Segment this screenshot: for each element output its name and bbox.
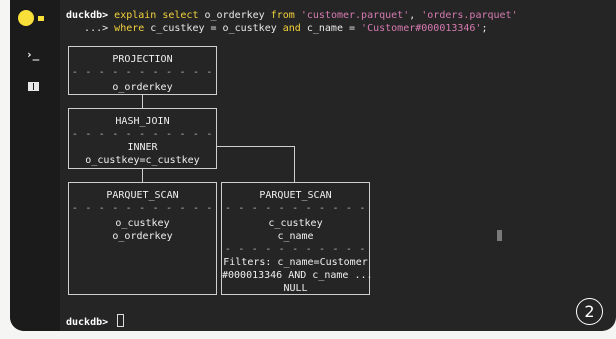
plan-edge	[294, 146, 295, 182]
plan-node-title: PARQUET_SCAN	[259, 190, 332, 201]
sql-text: ,	[409, 10, 422, 21]
plan-node-parquet-scan-left: PARQUET_SCAN - - - - - - - - - - - o_cus…	[68, 182, 217, 295]
sql-string: 'Customer#000013346'	[361, 23, 482, 34]
plan-node-title: PROJECTION	[112, 54, 173, 65]
plan-node-filter: NULL	[283, 283, 308, 294]
sql-keyword: where	[114, 23, 145, 34]
plan-node-divider: - - - - - - - - - - -	[224, 203, 367, 214]
duckdb-logo-beak	[38, 16, 44, 21]
plan-node-field: INNER	[127, 142, 158, 153]
plan-edge	[142, 94, 143, 108]
input-line[interactable]: duckdb>	[66, 314, 125, 329]
sql-text: c_name =	[300, 23, 362, 34]
sql-keyword: from	[270, 10, 295, 21]
plan-node-divider: - - - - - - - - - - -	[224, 244, 367, 255]
query-line-1: duckdb> explain select o_orderkey from '…	[66, 9, 518, 22]
query-line-2: ...> where c_custkey = o_custkey and c_n…	[66, 22, 488, 35]
sql-keyword: and	[282, 23, 301, 34]
plan-node-field: o_custkey	[115, 218, 170, 229]
terminal-output[interactable]: duckdb> explain select o_orderkey from '…	[66, 0, 616, 331]
plan-node-field: o_custkey=c_custkey	[85, 155, 200, 166]
plan-node-title: PARQUET_SCAN	[106, 190, 179, 201]
plan-node-projection: PROJECTION - - - - - - - - - - - o_order…	[68, 46, 217, 95]
plan-node-field: o_orderkey	[112, 231, 173, 242]
plan-node-filter: #000013346 AND c_name ...	[222, 270, 373, 281]
book-icon[interactable]	[28, 82, 39, 91]
sql-text: o_orderkey	[198, 10, 271, 21]
plan-node-parquet-scan-right: PARQUET_SCAN - - - - - - - - - - - c_cus…	[221, 182, 373, 295]
plan-edge	[216, 146, 295, 147]
sql-keyword: explain select	[114, 10, 199, 21]
plan-node-field: o_orderkey	[112, 82, 173, 93]
continuation-prompt: ...>	[66, 23, 115, 34]
sidebar: ›_	[10, 0, 60, 331]
plan-node-divider: - - - - - - - - - - -	[71, 203, 214, 214]
plan-node-divider: - - - - - - - - - - -	[71, 129, 214, 140]
sql-text: ;	[481, 23, 488, 34]
sql-text: c_custkey = o_custkey	[144, 23, 283, 34]
sql-string: 'customer.parquet'	[300, 10, 410, 21]
text-cursor	[117, 314, 125, 327]
shell-prompt: duckdb>	[66, 317, 115, 328]
plan-edge	[142, 168, 143, 182]
shell-prompt: duckdb>	[66, 10, 115, 21]
terminal-window: ›_ duckdb> explain select o_orderkey fro…	[10, 0, 616, 331]
sql-string: 'orders.parquet'	[421, 10, 518, 21]
duckdb-logo-icon	[18, 10, 34, 26]
plan-node-field: c_custkey	[268, 218, 323, 229]
plan-node-title: HASH_JOIN	[115, 116, 170, 127]
plan-node-filter: Filters: c_name=Customer	[223, 257, 368, 268]
step-badge: 2	[576, 298, 603, 325]
plan-node-divider: - - - - - - - - - - -	[71, 67, 214, 78]
plan-node-field: c_name	[277, 231, 314, 242]
plan-node-hash-join: HASH_JOIN - - - - - - - - - - - INNER o_…	[68, 108, 217, 169]
terminal-prompt-icon[interactable]: ›_	[26, 48, 40, 61]
scrollbar-thumb[interactable]	[497, 230, 502, 241]
